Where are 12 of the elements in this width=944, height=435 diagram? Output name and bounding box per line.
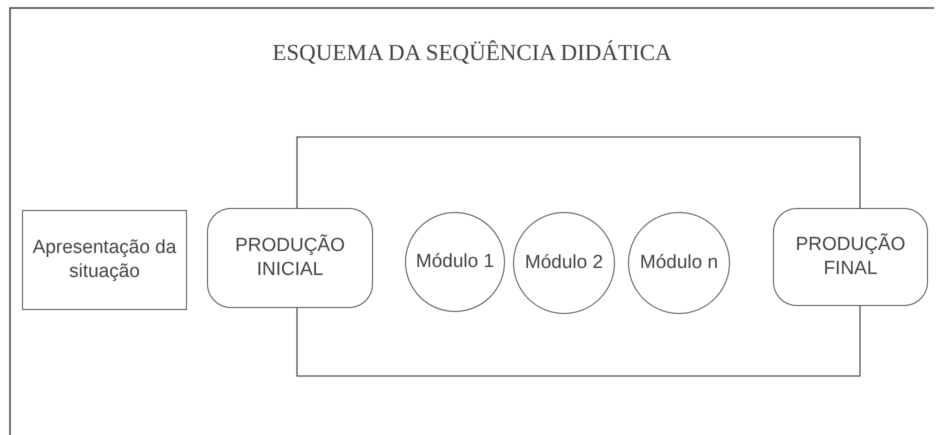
diagram-title: ESQUEMA DA SEQÜÊNCIA DIDÁTICA (271, 40, 673, 66)
rounded-box (773, 208, 928, 306)
node-label: PRODUÇÃO INICIAL (234, 234, 346, 282)
node-label: Módulo 2 (524, 251, 604, 275)
node-label: Módulo n (640, 251, 718, 275)
node-label: Módulo 1 (416, 250, 494, 274)
process-box (22, 210, 187, 310)
node-label: PRODUÇÃO FINAL (794, 233, 906, 281)
rounded-box (207, 208, 373, 308)
connector-line (296, 306, 861, 377)
node-label: Apresentação da situação (32, 236, 178, 284)
connector-line (296, 136, 861, 208)
